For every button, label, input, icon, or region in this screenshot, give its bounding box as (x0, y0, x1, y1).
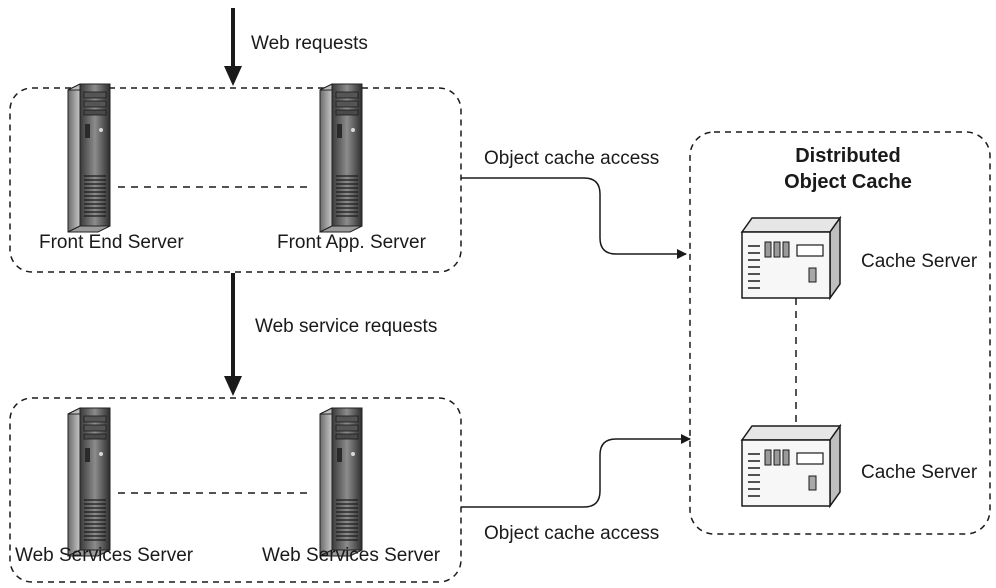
web-requests-label: Web requests (251, 33, 368, 54)
cache-server-bottom-label: Cache Server (861, 462, 978, 483)
cache-group-title-line2: Object Cache (784, 171, 912, 193)
distributed-cache-group (689, 131, 991, 535)
front-app-server-label: Front App. Server (277, 232, 427, 253)
web-services-server-left-icon (67, 407, 111, 557)
web-service-requests-label: Web service requests (255, 316, 437, 337)
cache-server-top-label: Cache Server (861, 251, 978, 272)
object-cache-access-bottom-connector (461, 434, 691, 508)
cache-server-top-icon (741, 217, 841, 299)
front-end-server-label: Front End Server (39, 232, 184, 253)
object-cache-access-top-label: Object cache access (484, 148, 659, 169)
web-services-server-left-label: Web Services Server (15, 545, 194, 566)
cache-server-bottom-icon (741, 425, 841, 507)
object-cache-access-top-connector (461, 177, 687, 259)
web-requests-arrow (224, 8, 242, 86)
front-app-server-icon (319, 83, 363, 233)
front-tier-group (9, 87, 462, 273)
web-services-server-right-label: Web Services Server (262, 545, 441, 566)
object-cache-access-bottom-label: Object cache access (484, 523, 659, 544)
services-tier-group (9, 397, 462, 583)
web-services-server-right-icon (319, 407, 363, 557)
front-end-server-icon (67, 83, 111, 233)
cache-group-title-line1: Distributed (795, 145, 901, 167)
web-service-requests-arrow (224, 273, 242, 396)
